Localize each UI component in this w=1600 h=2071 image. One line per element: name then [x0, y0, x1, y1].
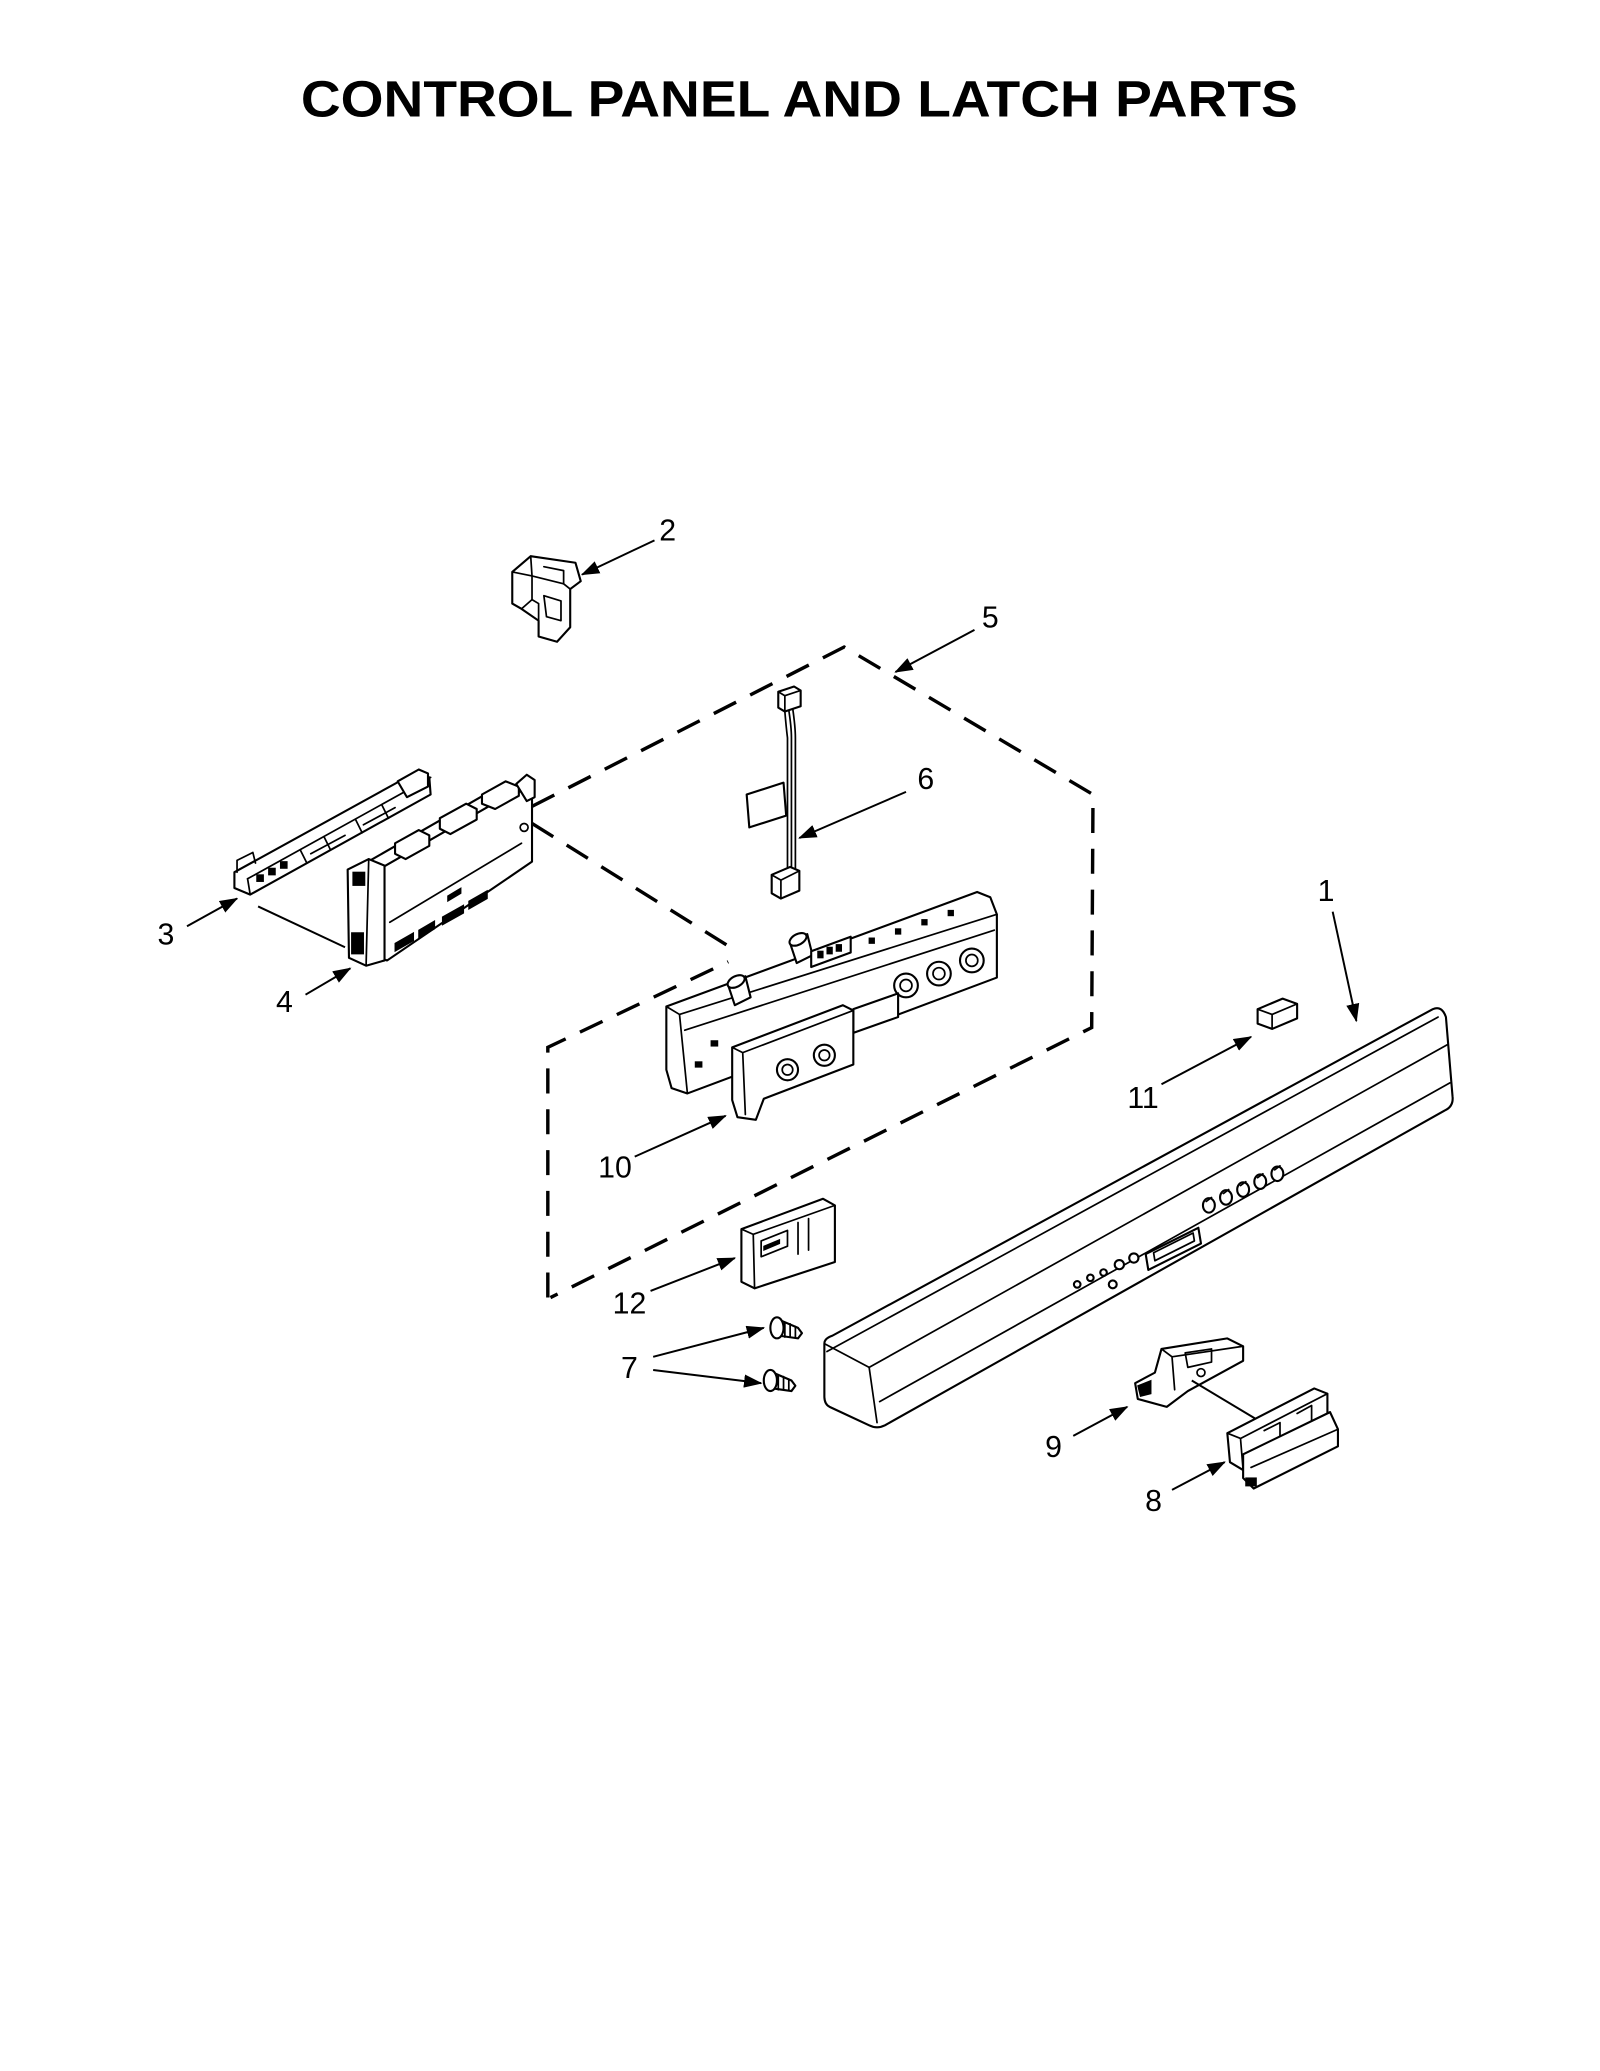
callout-label-12: 12 [613, 1287, 647, 1320]
outline-inner-edge [531, 822, 730, 948]
part-7-screw-upper [769, 1316, 804, 1340]
part-9-latch [1134, 1337, 1245, 1408]
leader-line-7-upper [652, 1325, 766, 1358]
part-2-clip [511, 555, 582, 643]
console-indicator-dots [1072, 1252, 1140, 1290]
callout-label-3: 3 [158, 919, 175, 952]
part-8-latch-handle [1226, 1387, 1339, 1490]
callout-label-5: 5 [982, 601, 999, 634]
callout-label-8: 8 [1145, 1485, 1162, 1518]
part-4-control-board [346, 773, 536, 967]
part-11-clip [1256, 997, 1299, 1030]
leader-line-8 [1171, 1461, 1226, 1491]
callout-label-10: 10 [598, 1152, 632, 1185]
callout-label-11: 11 [1127, 1082, 1158, 1115]
part-3-to-4-connector-line [257, 905, 346, 949]
outline-left-edge [546, 960, 729, 1298]
page-title: CONTROL PANEL AND LATCH PARTS [301, 70, 1298, 127]
item-5-group-outline [531, 645, 1095, 1300]
callout-label-7: 7 [621, 1352, 638, 1385]
callout-label-6: 6 [917, 763, 934, 796]
part-9-to-8-connector-line [1191, 1379, 1259, 1421]
part-7-screw-lower [762, 1368, 797, 1393]
leader-line-1 [1331, 911, 1360, 1023]
leader-line-11 [1161, 1035, 1253, 1086]
part-1-console-panel [823, 1007, 1454, 1429]
leader-line-9 [1072, 1405, 1129, 1437]
part-6-wire-harness [745, 685, 802, 900]
console-display-window [1144, 1226, 1203, 1271]
leader-line-5 [894, 629, 975, 673]
leader-line-7-lower [653, 1369, 763, 1388]
part-3-bracket [233, 768, 432, 896]
callout-label-4: 4 [276, 986, 293, 1019]
leader-line-12 [650, 1257, 737, 1292]
leader-line-2 [580, 539, 655, 576]
leader-line-3 [186, 897, 239, 928]
leader-line-4 [305, 967, 352, 996]
leader-line-10 [634, 1114, 727, 1158]
outline-main-edge [531, 645, 1095, 1300]
callout-label-1: 1 [1318, 875, 1335, 908]
part-12-shield [740, 1197, 836, 1290]
console-button-row [1201, 1165, 1285, 1214]
callout-label-9: 9 [1045, 1431, 1062, 1464]
callout-label-2: 2 [659, 514, 676, 547]
leader-line-6 [798, 790, 907, 839]
part-10-user-interface-board [665, 890, 998, 1121]
